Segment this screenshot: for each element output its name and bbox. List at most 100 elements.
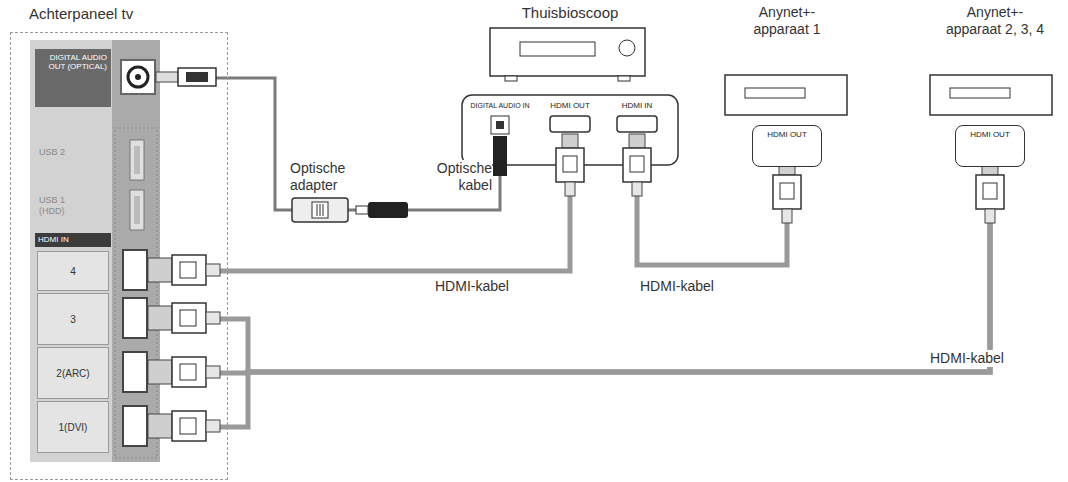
node-text: USB 2 (39, 147, 107, 157)
device-foot (618, 76, 630, 81)
port-label: 2(ARC) (37, 347, 109, 399)
hdmi-plug (562, 134, 578, 148)
node-text: 1(DVI) (59, 422, 88, 433)
hdmi-plug (630, 156, 644, 172)
node-heading: Anynet+- apparaat 2, 3, 4 (939, 4, 1051, 38)
node-heading: Thuisbioscoop (455, 0, 685, 21)
disc-slot (745, 88, 805, 98)
panel-column (112, 40, 160, 462)
optical-adapter (323, 204, 324, 216)
cable-line (111, 78, 500, 210)
hdmi-plug (180, 262, 196, 278)
node-heading: Anynet+- apparaat 1 (741, 4, 833, 38)
node-text: DIGITAL AUDIO IN (463, 101, 537, 111)
hdmi-plug (180, 418, 196, 434)
optical-jack (121, 60, 155, 94)
device-foot (505, 76, 517, 81)
disc-slot (950, 88, 1010, 98)
port-label: HDMI OUT (540, 101, 600, 113)
optical-plug (493, 136, 507, 176)
tv-back-panel: Achterpaneel tvDIGITAL AUDIO OUT (OPTICA… (10, 32, 228, 480)
port-label: 1(DVI) (37, 401, 109, 453)
optical-plug (368, 202, 408, 218)
node-heading: Achterpaneel tv (29, 5, 133, 22)
anynet-device: Anynet+- apparaat 1HDMI OUT (735, 4, 839, 44)
hdmi-plug (983, 183, 997, 199)
node-text: DIGITAL AUDIO OUT (OPTICAL) (39, 53, 107, 71)
hdmi-port (123, 250, 147, 290)
port-label: USB 2 (35, 141, 111, 181)
node-text: HDMI OUT (956, 130, 1024, 139)
hdmi-plug (782, 209, 792, 223)
node-text: 2(ARC) (56, 368, 89, 379)
cable (109, 167, 990, 373)
optical-plug (356, 206, 368, 214)
hdmi-plug (148, 360, 172, 384)
port-label: HDMI IN (607, 101, 667, 113)
port-box: HDMI OUT (752, 125, 822, 167)
hdmi-port (123, 298, 147, 338)
optical-plug (186, 72, 208, 82)
hdmi-plug (172, 357, 206, 387)
part-label: Optische adapter (290, 160, 365, 194)
hdmi-plug (172, 411, 206, 441)
cable (111, 78, 500, 210)
usb-slot (130, 140, 144, 180)
disc-slot (520, 42, 595, 56)
hdmi-port (123, 352, 147, 392)
panel-outline (115, 128, 157, 458)
volume-knob (619, 40, 635, 56)
cable-line (109, 167, 990, 373)
hdmi-port (617, 116, 657, 132)
hdmi-plug (565, 182, 575, 196)
hdmi-plug (632, 182, 642, 196)
anynet-device: Anynet+- apparaat 2, 3, 4HDMI OUT (935, 4, 1055, 44)
hdmi-port (123, 406, 147, 446)
node-text: HDMI OUT (753, 130, 821, 139)
hdmi-plug (206, 420, 220, 432)
cable-line (109, 167, 990, 372)
optical-plug (156, 72, 178, 82)
hdmi-plug (780, 183, 794, 199)
hdmi-plug (148, 306, 172, 330)
cable (109, 167, 990, 372)
node-text: USB 1 (HDD) (39, 195, 73, 217)
optical-adapter (320, 204, 321, 216)
port-label: DIGITAL AUDIO OUT (OPTICAL) (35, 49, 111, 107)
port-label: 3 (37, 293, 109, 345)
hdmi-plug (148, 414, 172, 438)
hdmi-plug (206, 264, 220, 276)
home-theater: ThuisbioscoopDIGITAL AUDIO INHDMI OUTHDM… (455, 0, 685, 24)
home-theater-device (490, 28, 645, 76)
edge-label: HDMI-kabel (930, 350, 1004, 367)
node-text: 3 (70, 314, 76, 325)
hdmi-plug (180, 310, 196, 326)
optical-adapter (292, 198, 348, 222)
cable-line (109, 167, 990, 427)
optical-adapter (317, 204, 318, 216)
node-text: HDMI IN (607, 101, 667, 111)
edge-label: Optische kabel (400, 160, 492, 194)
optical-jack (128, 67, 148, 87)
usb-slot (130, 190, 144, 230)
optical-port (491, 116, 509, 134)
edge-label: HDMI-kabel (435, 278, 509, 295)
hdmi-plug (563, 156, 577, 172)
port-group: HDMI IN 4 3 2(ARC) 1(DVI) (35, 233, 111, 457)
anynet-device (930, 75, 1052, 115)
node-text: HDMI OUT (540, 101, 600, 111)
panel-column (30, 40, 112, 462)
port-box: HDMI OUT (955, 125, 1025, 167)
usb-slot (134, 146, 140, 174)
node-text: 4 (70, 266, 76, 277)
optical-port (496, 121, 504, 129)
optical-plug (178, 68, 216, 86)
hdmi-port (550, 116, 590, 132)
node-text: HDMI IN (35, 233, 111, 247)
hdmi-plug (556, 148, 584, 182)
hdmi-plug (172, 255, 206, 285)
edge-label: HDMI-kabel (640, 278, 714, 295)
hdmi-plug (172, 303, 206, 333)
hdmi-plug (180, 364, 196, 380)
